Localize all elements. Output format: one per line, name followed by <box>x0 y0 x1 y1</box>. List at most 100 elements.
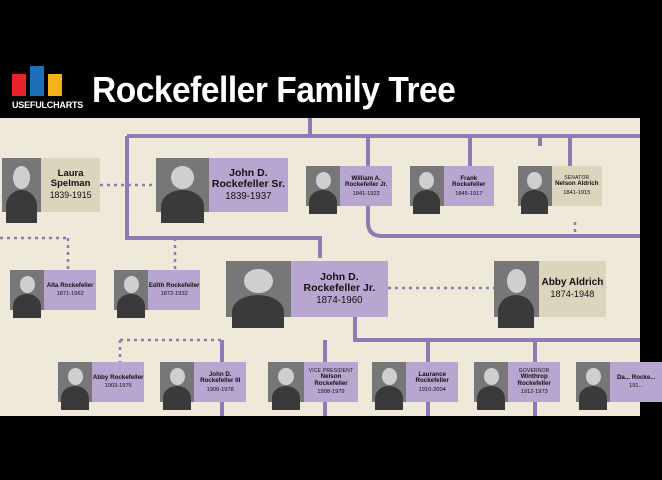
logo-yellow-bar <box>48 74 62 96</box>
portrait-photo <box>58 362 93 410</box>
person-name: Laura Spelman <box>50 168 91 190</box>
person-card-jdr-jr: John D. Rockefeller Jr.1874-1960 <box>226 261 388 329</box>
portrait-head <box>506 268 527 294</box>
portrait-body <box>161 190 204 223</box>
portrait-photo <box>518 166 552 214</box>
portrait-body <box>5 190 38 223</box>
portrait-head <box>527 171 543 190</box>
person-years: 1912-1973 <box>520 389 548 396</box>
person-years: 1839-1915 <box>49 190 92 201</box>
portrait-head <box>170 165 194 190</box>
logo-red-bar <box>12 74 26 96</box>
portrait-head <box>123 275 139 294</box>
person-years: 1910-2004 <box>418 386 446 393</box>
person-label: John D. Rockefeller Sr.1839-1937 <box>208 158 288 212</box>
portrait-photo <box>2 158 42 223</box>
person-name: Laurance Rockefeller <box>415 370 449 384</box>
person-years: 1908-1979 <box>317 389 345 396</box>
person-years: 1906-1978 <box>206 386 234 393</box>
portrait-body <box>477 386 505 410</box>
person-name: Nelson Rockefeller <box>314 373 348 387</box>
person-title-prefix: VICE PRESIDENT <box>308 367 354 374</box>
page-title: Rockefeller Family Tree <box>92 69 456 110</box>
person-name: John D. Rockefeller Jr. <box>303 270 376 294</box>
person-title-prefix: SENATOR <box>564 175 590 182</box>
usefulcharts-logo: USEFULCHARTS <box>12 66 83 110</box>
header-bar <box>0 60 640 118</box>
portrait-photo <box>576 362 611 410</box>
portrait-body <box>163 386 191 410</box>
person-name: Abby Aldrich <box>541 276 604 288</box>
person-name: Abby Rockefeller <box>92 373 144 381</box>
person-label: Laurance Rockefeller 1910-2004 <box>406 362 458 402</box>
person-years: 1841-1922 <box>352 190 380 197</box>
person-years: 191... <box>629 383 644 390</box>
portrait-photo <box>156 158 209 223</box>
logo-blue-bar <box>30 66 44 96</box>
portrait-photo <box>226 261 291 329</box>
portrait-photo <box>114 270 149 318</box>
portrait-head <box>244 268 273 294</box>
portrait-photo <box>160 362 195 410</box>
person-name: William A. Rockefeller Jr. <box>345 174 388 188</box>
person-title-prefix: GOVERNOR <box>518 367 550 374</box>
person-label: Frank Rockefeller 1845-1917 <box>443 166 494 206</box>
portrait-head <box>19 275 35 294</box>
portrait-head <box>169 367 185 386</box>
portrait-body <box>61 386 89 410</box>
portrait-body <box>309 190 337 214</box>
person-label: Da... Rocke... 191... <box>610 362 662 402</box>
person-years: 1841-1915 <box>563 189 591 196</box>
person-name: Alta Rockefeller <box>46 281 94 289</box>
person-card-jdr-sr: John D. Rockefeller Sr.1839-1937 <box>156 158 288 223</box>
portrait-body <box>271 386 301 410</box>
person-card-frank: Frank Rockefeller 1845-1917 <box>410 166 494 214</box>
person-name: Edith Rockefeller <box>148 281 200 289</box>
person-years: 1871-1962 <box>56 291 84 298</box>
portrait-body <box>498 294 535 329</box>
person-name: Da... Rocke... <box>616 373 656 381</box>
person-label: John D. Rockefeller Jr.1874-1960 <box>290 261 388 317</box>
person-name: Frank Rockefeller <box>452 174 486 188</box>
person-years: 1874-1960 <box>316 294 363 306</box>
logo-text: USEFULCHARTS <box>12 100 84 110</box>
portrait-head <box>381 367 397 386</box>
person-years: 1845-1917 <box>455 190 483 197</box>
person-card-alta: Alta Rockefeller 1871-1962 <box>10 270 96 318</box>
portrait-body <box>375 386 403 410</box>
person-card-william: William A. Rockefeller Jr. 1841-1922 <box>306 166 392 214</box>
person-name: John D. Rockefeller Sr. <box>211 166 285 190</box>
portrait-head <box>419 171 435 190</box>
person-card-david: Da... Rocke... 191... <box>576 362 662 410</box>
person-label: Alta Rockefeller 1871-1962 <box>44 270 96 310</box>
portrait-photo <box>494 261 539 329</box>
portrait-body <box>117 294 145 318</box>
portrait-photo <box>410 166 444 214</box>
portrait-body <box>232 294 285 329</box>
portrait-photo <box>306 166 341 214</box>
portrait-photo <box>10 270 45 318</box>
portrait-head <box>585 367 601 386</box>
portrait-body <box>13 294 41 318</box>
person-label: William A. Rockefeller Jr. 1841-1922 <box>340 166 392 206</box>
portrait-head <box>315 171 331 190</box>
person-card-laurance: Laurance Rockefeller 1910-2004 <box>372 362 458 410</box>
portrait-head <box>483 367 499 386</box>
person-years: 1874-1948 <box>550 289 595 300</box>
